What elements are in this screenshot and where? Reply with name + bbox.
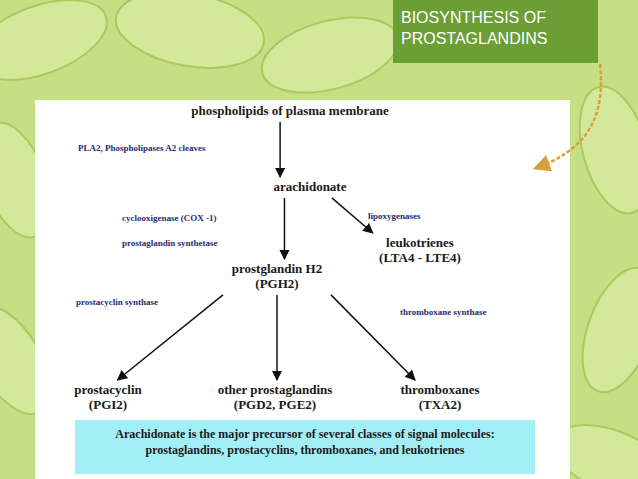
pill [254, 4, 407, 106]
note-box-ground [75, 420, 535, 474]
arrow-connector [284, 198, 286, 259]
product-node: thromboxanes (TXA2) [390, 383, 490, 413]
node-text: leukotrienes (LTA4 - LTE4) [368, 236, 473, 266]
node-text: prostacyclin (PGI2) [61, 383, 156, 413]
white-panel [35, 100, 570, 479]
product-node: leukotrienes (LTA4 - LTE4) [368, 236, 473, 266]
enzyme-label: PLA2, Phospholipases A2 cleaves [78, 143, 206, 153]
enzyme-label: lipoxygenases [368, 211, 421, 221]
enzyme-label: cyclooxigenase (COX -1) [122, 213, 216, 223]
arrow-connector [279, 122, 281, 177]
node-text: thromboxanes (TXA2) [390, 383, 490, 413]
product-node: other prostaglandins (PGD2, PGE2) [200, 383, 350, 413]
intermediate-node: arachidonate [274, 180, 347, 195]
pill [110, 0, 270, 78]
intermediate-node: prostglandin H2 (PGH2) [217, 262, 337, 292]
pill [0, 0, 117, 96]
node-text: prostglandin H2 (PGH2) [217, 262, 337, 292]
enzyme-label: prostacyclin synthase [76, 297, 158, 307]
node-text: phospholipids of plasma membrane [191, 104, 389, 119]
arrow-connector [118, 295, 224, 380]
pointer-arrow [536, 64, 601, 168]
node-text: other prostaglandins (PGD2, PGE2) [200, 383, 350, 413]
enzyme-label: prostaglandin synthetase [122, 238, 218, 248]
title-box: BIOSYNTHESIS OF PROSTAGLANDINS [393, 0, 598, 63]
arrow-connector [332, 198, 373, 233]
node-text: arachidonate [274, 180, 347, 195]
note-box: Arachidonate is the major precursor of s… [75, 420, 535, 474]
product-node: prostacyclin (PGI2) [61, 383, 156, 413]
arrow-connector [276, 295, 278, 380]
node-text: Arachidonate is the major precursor of s… [87, 427, 523, 458]
enzyme-label: thromboxane synthase [400, 307, 487, 317]
pill [568, 258, 638, 402]
source-node: phospholipids of plasma membrane [191, 104, 389, 119]
pill [567, 79, 638, 221]
